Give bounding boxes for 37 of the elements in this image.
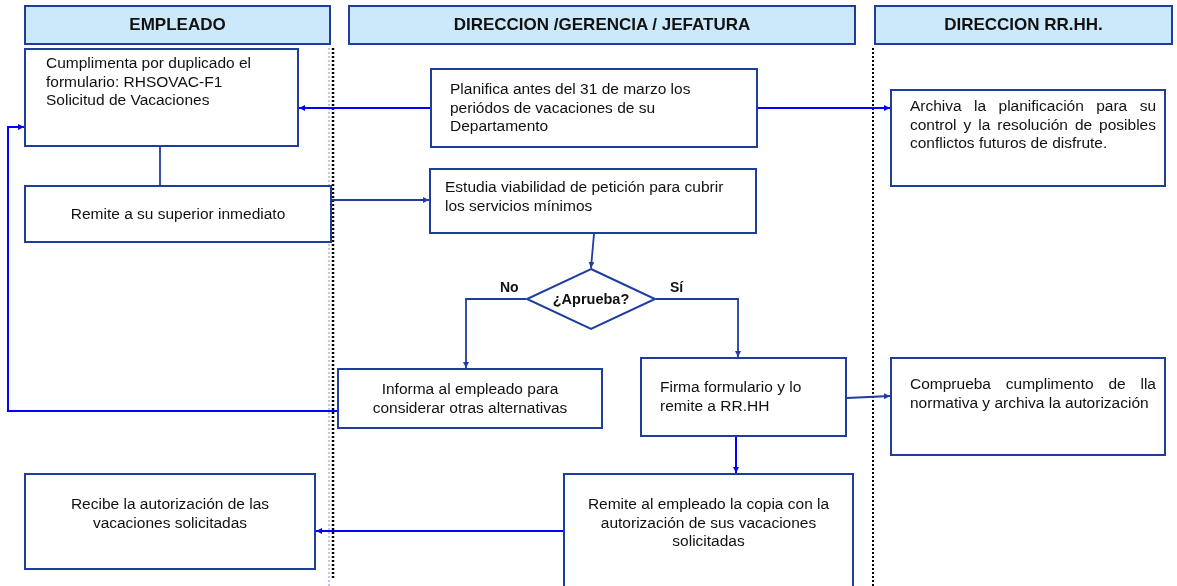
decision-text: ¿Aprueba? <box>552 291 630 307</box>
lane-title: EMPLEADO <box>128 14 227 36</box>
arrow <box>655 298 741 358</box>
process-text: Recibe la autorización de las vacaciones solicitadas <box>69 495 271 533</box>
process-text: Informa al empleado para considerar otras alternativas <box>371 379 569 418</box>
process-box <box>337 368 603 429</box>
lane-header <box>24 5 331 45</box>
process-text: Planifica antes del 31 de marzo los periódos de vacaciones de su Departamento <box>450 80 692 136</box>
process-box <box>24 473 316 570</box>
arrow <box>298 105 431 111</box>
arrow <box>463 298 527 369</box>
process-box <box>429 168 757 234</box>
arrow <box>733 436 739 474</box>
lane-title: DIRECCION RR.HH. <box>943 14 1104 36</box>
arrow <box>588 233 595 269</box>
process-box <box>890 357 1166 456</box>
process-text: Firma formulario y lo remite a RR.HH <box>660 378 803 416</box>
process-text: Archiva la planificación para su control y la resolución de posibles conflictos futuros de disfrute. <box>910 97 1156 153</box>
process-box <box>24 48 299 147</box>
lane-header <box>348 5 856 45</box>
process-text: Remite a su superior inmediato <box>69 204 287 224</box>
process-box <box>640 357 847 437</box>
lane-header <box>874 5 1173 45</box>
process-box <box>24 185 332 243</box>
process-box <box>430 68 758 148</box>
process-text: Estudia viabilidad de petición para cubrir los servicios mínimos <box>445 178 725 216</box>
process-text: Cumplimenta por duplicado el formulario: RHSOVAC-F1 Solicitud de Vacaciones <box>46 54 253 110</box>
process-box <box>563 473 854 586</box>
arrow <box>7 124 338 412</box>
process-text: Comprueba cumplimento de lla normativa y archiva la autorización <box>910 375 1156 413</box>
arrow <box>846 393 891 400</box>
lane-title: DIRECCION /GERENCIA / JEFATURA <box>452 14 752 36</box>
arrow <box>315 528 564 534</box>
process-box <box>890 89 1166 187</box>
arrow <box>331 197 430 203</box>
process-text: Remite al empleado la copia con la autorización de sus vacaciones solicitadas <box>586 495 831 551</box>
arrow <box>757 105 891 111</box>
